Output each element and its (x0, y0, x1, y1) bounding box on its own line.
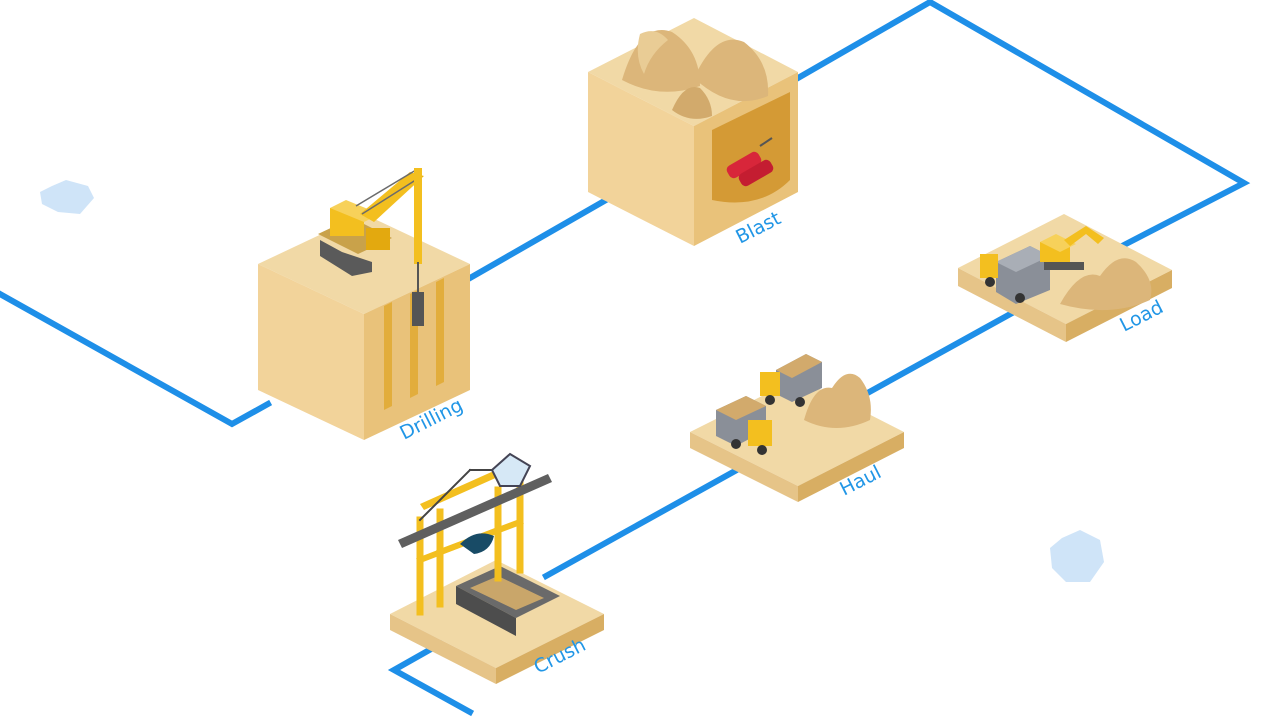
rock-pile-icon (622, 30, 769, 119)
haul-platform-left (690, 432, 798, 502)
load-stage: Load (958, 214, 1172, 342)
blast-stage: Blast (588, 18, 798, 248)
blast-block-left (588, 72, 694, 246)
load-platform-left (958, 268, 1066, 342)
crusher-gantry-icon (398, 452, 552, 616)
crush-platform-right (496, 614, 604, 684)
drilling-block-left (258, 264, 364, 440)
process-path (0, 0, 1251, 717)
haul-truck-icon-1 (760, 354, 822, 407)
conveyor-icon (456, 566, 560, 636)
haul-stage: Haul (690, 354, 904, 502)
hexagon-decoration-right (1050, 530, 1104, 582)
drill-rig-icon (318, 168, 424, 326)
excavator-icon (1040, 226, 1104, 270)
crush-stage: Crush (390, 452, 604, 684)
dump-truck-icon (980, 246, 1050, 304)
drilling-stage: Drilling (258, 168, 470, 444)
haul-platform-right (798, 432, 904, 502)
dynamite-icon (726, 137, 774, 187)
haul-truck-icon-2 (716, 396, 772, 455)
crush-platform-left (390, 614, 496, 684)
hexagon-decoration-left (40, 180, 94, 214)
